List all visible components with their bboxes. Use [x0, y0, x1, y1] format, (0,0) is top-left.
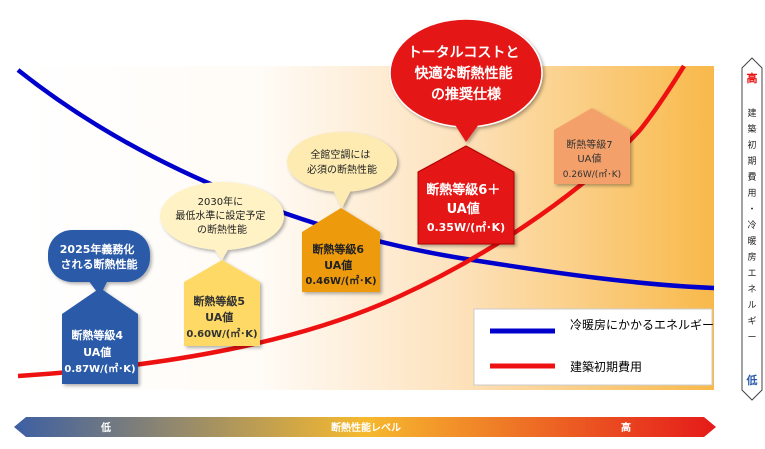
house-grade-6-plus-label: 断熱等級6＋	[426, 182, 500, 198]
svg-text:断熱等級6＋ UA値 0.35W/(㎡･K): 断熱等級6＋ UA値 0.35W/(㎡･K)	[426, 179, 506, 234]
house-grade-6-label: 断熱等級6	[312, 242, 364, 256]
svg-text:断熱等級4 UA値 0.87W/(㎡･K): 断熱等級4 UA値 0.87W/(㎡･K)	[64, 324, 135, 375]
series-line-energy	[16, 68, 715, 291]
note-grade-6-plus-line-2: 快適な断熱性能	[415, 65, 513, 82]
house-grade-6-plus-ua-value: 0.35W/(㎡･K)	[427, 220, 505, 234]
y-axis-title: 建築初期費用・冷暖房エネルギー	[747, 107, 756, 343]
house-grade-5-label: 断熱等級5	[193, 294, 245, 308]
note-grade-6-plus-line-3: の推奨仕様	[431, 86, 502, 103]
house-grade-7-ua-label: UA値	[577, 152, 601, 165]
legend: 冷暖房にかかるエネルギー 建築初期費用	[473, 308, 714, 386]
series-line-cost	[17, 64, 686, 379]
note-bubble-grade-6-plus	[389, 18, 543, 142]
house-grade-7	[554, 108, 630, 184]
house-grade-5-ua-value: 0.60W/(㎡･K)	[186, 327, 257, 340]
y-axis: 高 建築初期費用・冷暖房エネルギー 低	[741, 57, 763, 401]
house-grade-6-ua-label: UA値	[324, 258, 352, 272]
house-grade-6	[302, 208, 380, 292]
note-grade-4-line-1: 2025年義務化	[60, 242, 135, 256]
house-grade-4-label: 断熱等級4	[71, 328, 123, 342]
note-grade-6-line-2: 必須の断熱性能	[307, 163, 377, 176]
note-bubble-grade-4	[48, 230, 150, 296]
legend-label-energy: 冷暖房にかかるエネルギー	[570, 317, 714, 332]
svg-text:全館空調には 必須の断熱性能: 全館空調には 必須の断熱性能	[307, 148, 377, 176]
y-axis-low-label: 低	[746, 373, 758, 387]
svg-text:2025年義務化 される断熱性能: 2025年義務化 される断熱性能	[60, 242, 138, 271]
house-grade-7-label: 断熱等級7	[566, 138, 612, 151]
svg-text:トータルコストと 快適な断熱性能 の推奨仕様: トータルコストと 快適な断熱性能 の推奨仕様	[408, 45, 525, 103]
note-grade-5-line-2: 最低水準に設定予定	[175, 209, 265, 222]
y-axis-high-label: 高	[747, 71, 758, 85]
x-axis-title: 断熱性能レベル	[331, 421, 401, 434]
house-grade-6-plus	[417, 145, 515, 245]
house-grade-6-plus-ua-label: UA値	[447, 201, 480, 217]
house-grade-6-ua-value: 0.46W/(㎡･K)	[305, 274, 376, 287]
svg-text:断熱等級7 UA値 0.26W/(㎡･K): 断熱等級7 UA値 0.26W/(㎡･K)	[563, 133, 621, 180]
svg-text:断熱等級5 UA値 0.60W/(㎡･K): 断熱等級5 UA値 0.60W/(㎡･K)	[186, 290, 257, 340]
svg-text:2030年に 最低水準に設定予定 の断熱性能: 2030年に 最低水準に設定予定 の断熱性能	[175, 195, 268, 236]
legend-label-cost: 建築初期費用	[570, 359, 642, 374]
house-grade-4-ua-label: UA値	[83, 345, 111, 359]
x-axis-low-label: 低	[100, 421, 111, 434]
house-grade-4	[62, 288, 138, 384]
house-grade-4-ua-value: 0.87W/(㎡･K)	[64, 362, 135, 375]
x-axis: 低 断熱性能レベル 高	[14, 417, 716, 437]
svg-text:断熱等級6 UA値 0.46W/(㎡･K): 断熱等級6 UA値 0.46W/(㎡･K)	[305, 238, 376, 287]
x-axis-high-label: 高	[621, 421, 631, 434]
note-grade-5-line-3: の断熱性能	[197, 223, 247, 236]
note-bubble-grade-6	[287, 132, 397, 208]
house-grade-5-ua-label: UA値	[205, 310, 233, 324]
note-bubble-grade-5	[160, 182, 284, 260]
house-grade-5	[184, 260, 260, 346]
note-grade-6-line-1: 全館空調には	[310, 148, 370, 161]
note-grade-6-plus-line-1: トータルコストと	[408, 45, 520, 61]
note-grade-4-line-2: される断熱性能	[61, 257, 138, 271]
house-grade-7-ua-value: 0.26W/(㎡･K)	[563, 169, 621, 180]
note-grade-5-line-1: 2030年に	[198, 195, 243, 208]
